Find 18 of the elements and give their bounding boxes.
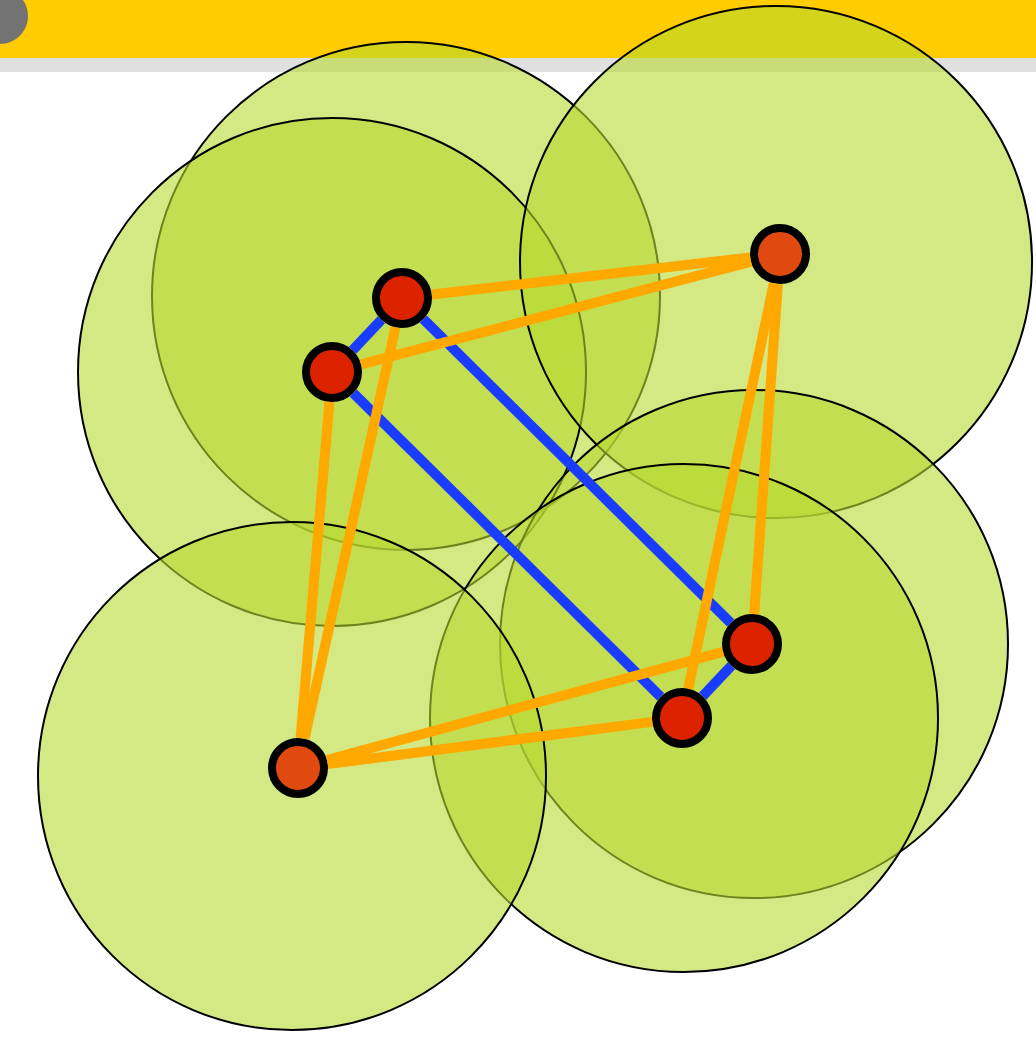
connector-line — [299, 326, 401, 740]
connector-line — [359, 256, 753, 370]
connector-line — [325, 647, 725, 765]
connector-line — [683, 282, 779, 690]
dot — [722, 614, 782, 674]
dot — [302, 342, 362, 402]
connector-line — [295, 401, 335, 739]
dot — [268, 738, 328, 798]
connector-line — [349, 316, 386, 354]
connector-line — [431, 252, 751, 300]
connector-line — [349, 389, 665, 701]
dot — [750, 224, 810, 284]
connector-line — [699, 662, 736, 700]
connector-line — [419, 315, 735, 627]
dot — [652, 688, 712, 748]
dot — [372, 268, 432, 328]
connector-line — [327, 716, 653, 770]
connector-line — [749, 283, 783, 615]
